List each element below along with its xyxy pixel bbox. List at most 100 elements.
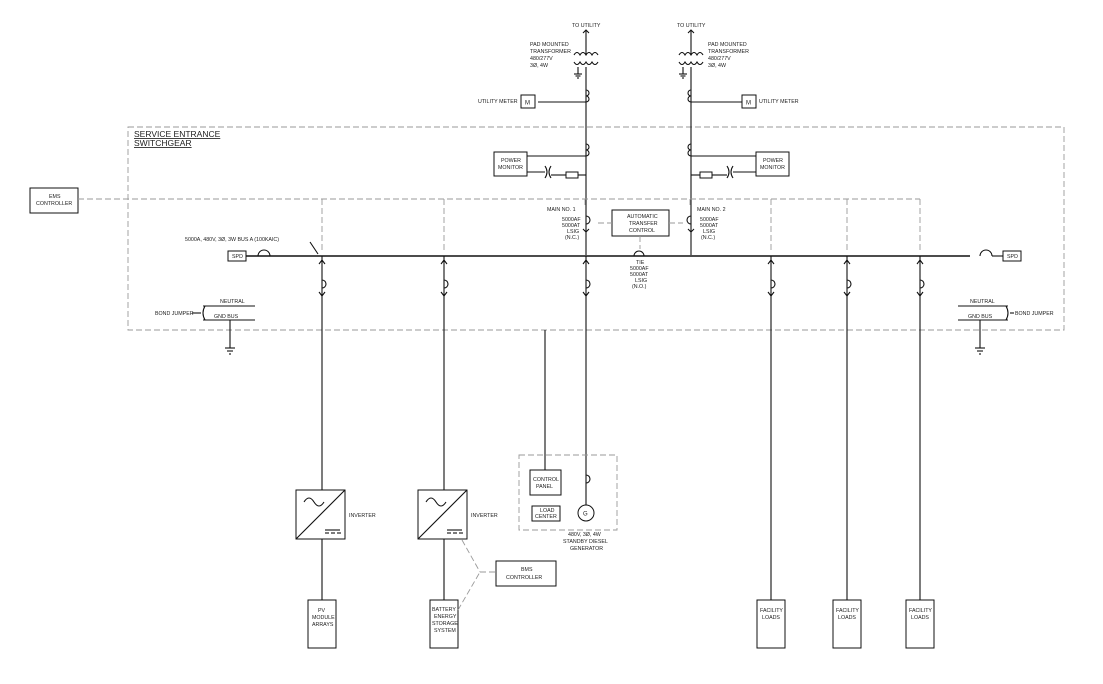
main-breaker-1	[585, 215, 591, 225]
svg-text:FACILITY: FACILITY	[760, 608, 783, 614]
utility-feed-1: TO UTILITY PAD MOUNTED TRANSFORMER 480/2…	[478, 23, 601, 255]
utility-meter-1	[520, 94, 536, 109]
generator	[577, 504, 595, 522]
to-utility-label-2: TO UTILITY	[677, 23, 706, 29]
svg-text:SYSTEM: SYSTEM	[434, 628, 456, 634]
svg-text:ENERGY: ENERGY	[434, 614, 457, 620]
bus-rating-label: 5000A, 480V, 3Ø, 3W BUS A (100KAIC)	[185, 237, 279, 243]
utility-feed-2: TO UTILITY PAD MOUNTED TRANSFORMER 480/2…	[677, 23, 799, 255]
transformer-label-1d: 3Ø, 4W	[530, 63, 548, 69]
pv-module-arrays	[307, 599, 337, 649]
utility-meter-label-2: UTILITY METER	[759, 99, 799, 105]
svg-text:PV: PV	[318, 608, 326, 614]
transformer-label-2a: PAD MOUNTED	[708, 42, 747, 48]
transformer-2	[678, 48, 704, 80]
svg-text:MONITOR: MONITOR	[498, 165, 523, 171]
svg-text:POWER: POWER	[501, 158, 521, 164]
svg-text:480V, 3Ø, 4W: 480V, 3Ø, 4W	[568, 532, 601, 538]
switchgear-title-line1: SERVICE ENTRANCE	[134, 129, 221, 139]
svg-text:M: M	[525, 101, 530, 107]
battery-energy-storage-system	[429, 599, 459, 649]
svg-text:(N.C.): (N.C.)	[701, 235, 715, 241]
pv-feeder: INVERTER PV MODULE ARRAYS	[295, 256, 376, 649]
svg-text:(N.C.): (N.C.)	[565, 235, 579, 241]
svg-text:BATTERY: BATTERY	[432, 607, 456, 613]
neutral-ground-left: NEUTRAL GND BUS BOND JUMPER	[155, 299, 255, 355]
facility-loads-2	[832, 599, 862, 649]
ems-controller	[29, 187, 79, 214]
svg-text:NEUTRAL: NEUTRAL	[970, 299, 995, 305]
svg-text:5000AF: 5000AF	[630, 266, 649, 272]
switchgear-title-line2: SWITCHGEAR	[134, 138, 192, 148]
neutral-ground-right: NEUTRAL GND BUS BOND JUMPER	[958, 299, 1054, 355]
facility-loads-3	[905, 599, 935, 649]
svg-text:AUTOMATIC: AUTOMATIC	[627, 214, 658, 220]
transformer-label-1b: TRANSFORMER	[530, 49, 571, 55]
svg-text:LOADS: LOADS	[911, 615, 929, 621]
generator-enclosure	[518, 454, 618, 531]
svg-text:5000AF: 5000AF	[700, 217, 719, 223]
to-utility-label-1: TO UTILITY	[572, 23, 601, 29]
transformer-label-2c: 480/277V	[708, 56, 731, 62]
transformer-1	[573, 48, 599, 80]
svg-text:BOND JUMPER: BOND JUMPER	[1015, 311, 1054, 317]
svg-text:CENTER: CENTER	[535, 514, 557, 520]
facility-feeder-2: FACILITY LOADS	[832, 256, 862, 649]
svg-text:G: G	[583, 512, 588, 518]
svg-text:GND BUS: GND BUS	[214, 314, 239, 320]
svg-text:LOAD: LOAD	[540, 508, 555, 514]
main-breaker-2	[686, 215, 692, 225]
svg-text:MODULE: MODULE	[312, 615, 335, 621]
transformer-label-1c: 480/277V	[530, 56, 553, 62]
transformer-label-2b: TRANSFORMER	[708, 49, 749, 55]
svg-text:LSIG: LSIG	[703, 229, 715, 235]
svg-text:MONITOR: MONITOR	[760, 165, 785, 171]
svg-text:FACILITY: FACILITY	[909, 608, 932, 614]
svg-text:POWER: POWER	[763, 158, 783, 164]
svg-text:TRANSFER: TRANSFER	[629, 221, 658, 227]
svg-text:PANEL: PANEL	[536, 484, 553, 490]
svg-text:STORAGE: STORAGE	[432, 621, 458, 627]
svg-text:LOADS: LOADS	[838, 615, 856, 621]
svg-text:TIE: TIE	[636, 260, 645, 266]
bms-controller	[495, 560, 557, 587]
svg-text:BMS: BMS	[521, 567, 533, 573]
svg-text:BOND JUMPER: BOND JUMPER	[155, 311, 194, 317]
svg-text:5000AF: 5000AF	[562, 217, 581, 223]
svg-text:M: M	[746, 101, 751, 107]
svg-text:5000AT: 5000AT	[630, 272, 649, 278]
power-monitor-2	[755, 151, 790, 177]
transformer-label-1a: PAD MOUNTED	[530, 42, 569, 48]
power-monitor-1	[493, 151, 528, 177]
svg-text:CONTROL: CONTROL	[629, 228, 655, 234]
facility-feeder-3: FACILITY LOADS	[905, 256, 935, 649]
svg-text:LSIG: LSIG	[635, 278, 647, 284]
svg-text:LOADS: LOADS	[762, 615, 780, 621]
svg-text:NEUTRAL: NEUTRAL	[220, 299, 245, 305]
svg-text:CONTROL: CONTROL	[533, 477, 559, 483]
svg-text:(N.O.): (N.O.)	[632, 284, 647, 290]
svg-text:FACILITY: FACILITY	[836, 608, 859, 614]
tie-breaker	[633, 250, 645, 257]
svg-text:CONTROLLER: CONTROLLER	[36, 201, 72, 207]
svg-text:MAIN NO. 2: MAIN NO. 2	[697, 207, 726, 213]
svg-text:GND BUS: GND BUS	[968, 314, 993, 320]
svg-text:STANDBY DIESEL: STANDBY DIESEL	[563, 539, 608, 545]
svg-text:5000AT: 5000AT	[700, 223, 719, 229]
control-panel	[529, 469, 562, 496]
switchgear-boundary	[127, 126, 1065, 331]
svg-text:INVERTER: INVERTER	[349, 513, 376, 519]
utility-meter-label-1: UTILITY METER	[478, 99, 518, 105]
bess-feeder: INVERTER BATTERY ENERGY STORAGE SYSTEM	[417, 256, 498, 649]
load-center	[531, 505, 561, 522]
svg-text:ARRAYS: ARRAYS	[312, 622, 334, 628]
svg-text:GENERATOR: GENERATOR	[570, 546, 603, 552]
svg-text:EMS: EMS	[49, 194, 61, 200]
svg-text:SPD: SPD	[232, 254, 243, 260]
facility-loads-1	[756, 599, 786, 649]
svg-text:5000AT: 5000AT	[562, 223, 581, 229]
facility-feeder-1: FACILITY LOADS	[756, 256, 786, 649]
generator-feeder: CONTROL PANEL LOAD CENTER G 480V, 3Ø, 4W…	[518, 256, 618, 552]
utility-meter-2	[741, 94, 757, 109]
